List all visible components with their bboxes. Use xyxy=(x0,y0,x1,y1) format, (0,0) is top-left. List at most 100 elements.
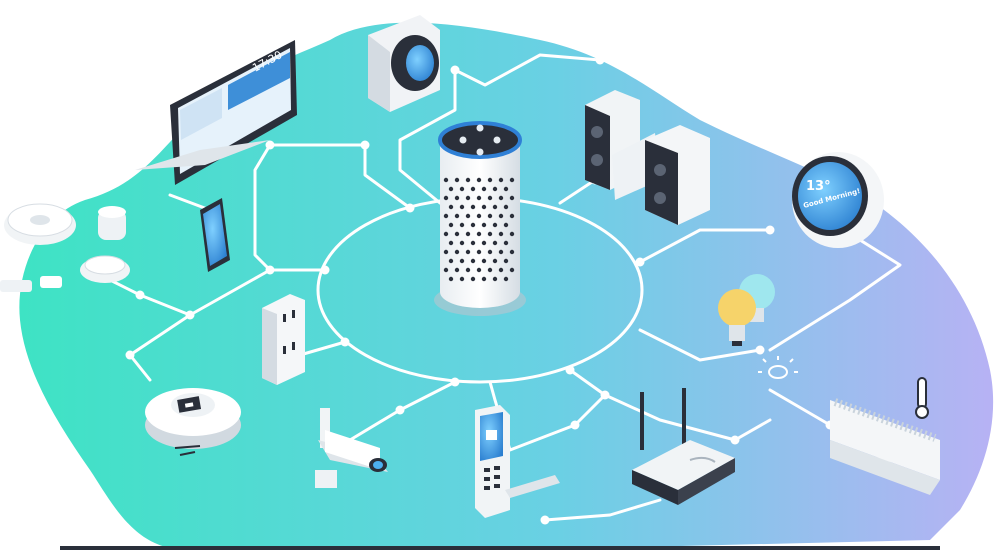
speaker-grille-hole xyxy=(476,177,482,183)
speaker-grille-hole xyxy=(448,222,454,228)
link-bulb xyxy=(638,328,762,362)
speaker-grille-hole xyxy=(470,240,476,246)
speaker-grille-hole xyxy=(492,186,498,192)
speaker-grille-hole xyxy=(498,195,504,201)
link-display xyxy=(638,228,772,264)
stereo-system-icon xyxy=(585,90,710,225)
security-camera-icon xyxy=(315,408,388,488)
power-outlet-icon xyxy=(262,294,305,385)
speaker-grille-hole xyxy=(459,276,465,282)
speaker-grille-hole xyxy=(470,204,476,210)
speaker-grille-hole xyxy=(459,222,465,228)
speaker-grille-hole xyxy=(465,195,471,201)
speaker-grille-hole xyxy=(498,213,504,219)
speaker-grille-hole xyxy=(498,177,504,183)
speaker-grille-hole xyxy=(443,213,449,219)
smart-display-icon: 13° Good Morning! xyxy=(792,152,884,248)
speaker-grille-hole xyxy=(454,177,460,183)
speaker-grille-hole xyxy=(487,231,493,237)
speaker-grille-hole xyxy=(454,213,460,219)
link-display-2 xyxy=(768,238,902,352)
speaker-grille-hole xyxy=(481,276,487,282)
speaker-grille-hole xyxy=(470,186,476,192)
speaker-grille-hole xyxy=(443,195,449,201)
speaker-grille-hole xyxy=(443,177,449,183)
speaker-grille-hole xyxy=(465,213,471,219)
link-outlet xyxy=(298,340,347,357)
speaker-grille-hole xyxy=(509,177,515,183)
speaker-grille-hole xyxy=(448,240,454,246)
speaker-grille-hole xyxy=(443,231,449,237)
thermometer-icon xyxy=(915,377,929,419)
speaker-grille-hole xyxy=(443,249,449,255)
speaker-grille-hole xyxy=(498,267,504,273)
display-temperature: 13° xyxy=(806,179,831,194)
speaker-grille-hole xyxy=(487,267,493,273)
smart-lock-icon xyxy=(475,405,560,518)
speaker-grille-hole xyxy=(465,267,471,273)
link-sensor xyxy=(98,268,272,317)
link-phone-2 xyxy=(168,193,212,212)
smart-speaker-icon xyxy=(434,121,526,316)
air-conditioner-icon xyxy=(830,398,940,495)
speaker-grille-hole xyxy=(454,195,460,201)
speaker-grille-hole xyxy=(448,258,454,264)
speaker-grille-hole xyxy=(465,231,471,237)
speaker-grille-hole xyxy=(459,258,465,264)
speaker-grille-hole xyxy=(492,222,498,228)
speaker-grille-hole xyxy=(481,204,487,210)
speaker-grille-hole xyxy=(503,276,509,282)
network-nodes xyxy=(125,55,835,525)
speaker-grille-hole xyxy=(470,222,476,228)
speaker-grille-hole xyxy=(481,222,487,228)
speaker-grille-hole xyxy=(476,231,482,237)
speaker-grille-hole xyxy=(448,276,454,282)
speaker-grille-hole xyxy=(465,177,471,183)
sensor-hub-icon xyxy=(0,203,130,292)
speaker-grille-hole xyxy=(476,267,482,273)
light-icon xyxy=(758,356,798,379)
speaker-grille-hole xyxy=(492,240,498,246)
speaker-grille-hole xyxy=(509,195,515,201)
thermostat-icon xyxy=(368,15,440,112)
speaker-grille-hole xyxy=(487,195,493,201)
speaker-grille-hole xyxy=(487,213,493,219)
speaker-grille-hole xyxy=(498,249,504,255)
robot-vacuum-icon xyxy=(145,388,241,456)
speaker-grille-hole xyxy=(498,231,504,237)
smart-bulb-icon xyxy=(718,274,775,346)
speaker-grille-hole xyxy=(454,231,460,237)
speaker-grille-hole xyxy=(492,258,498,264)
speaker-grille-hole xyxy=(459,186,465,192)
speaker-grille-hole xyxy=(503,222,509,228)
link-phone xyxy=(253,143,327,272)
speaker-grille-hole xyxy=(476,213,482,219)
speaker-grille-hole xyxy=(470,258,476,264)
speaker-grille-hole xyxy=(459,204,465,210)
speaker-grille-hole xyxy=(492,276,498,282)
speaker-grille-hole xyxy=(509,249,515,255)
speaker-grille-hole xyxy=(448,186,454,192)
link-thermostat xyxy=(398,53,602,205)
speaker-grille-hole xyxy=(503,258,509,264)
speaker-grille-hole xyxy=(476,249,482,255)
speaker-grille-hole xyxy=(503,186,509,192)
speaker-grille-hole xyxy=(454,267,460,273)
link-router xyxy=(568,368,772,442)
speaker-grille-hole xyxy=(481,258,487,264)
speaker-grille-hole xyxy=(487,177,493,183)
speaker-grille-hole xyxy=(481,240,487,246)
speaker-grille-hole xyxy=(470,276,476,282)
speaker-grille-hole xyxy=(459,240,465,246)
speaker-grille-hole xyxy=(509,213,515,219)
speaker-grille-hole xyxy=(503,240,509,246)
speaker-grille-hole xyxy=(481,186,487,192)
speaker-grille-hole xyxy=(448,204,454,210)
phone-icon xyxy=(200,198,230,272)
link-bottom xyxy=(543,498,662,522)
speaker-grille-hole xyxy=(503,204,509,210)
link-tv xyxy=(268,143,412,210)
speaker-grille-hole xyxy=(476,195,482,201)
speaker-grille-hole xyxy=(443,267,449,273)
